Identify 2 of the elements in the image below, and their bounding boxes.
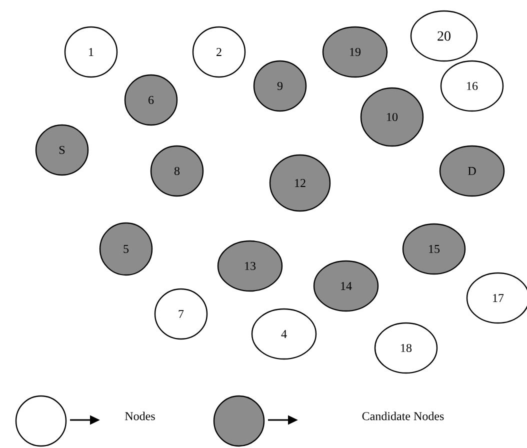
legend-label: Nodes [125,412,155,420]
legend-label: Candidate Nodes [362,412,444,420]
